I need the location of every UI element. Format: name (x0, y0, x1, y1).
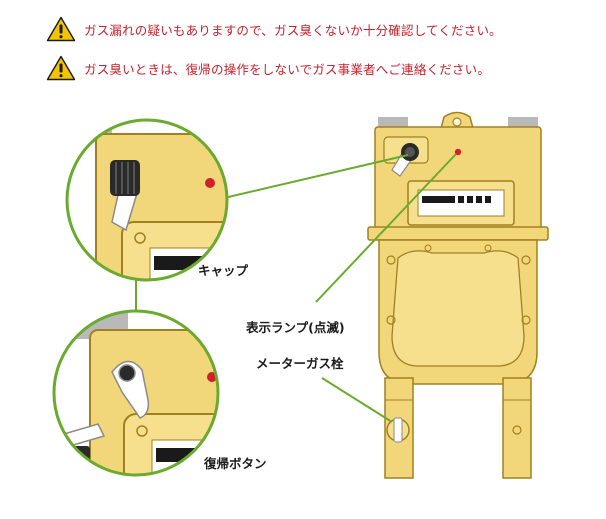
warning-row-2: ガス臭いときは、復帰の操作をしないでガス事業者へご連絡ください。 (46, 55, 490, 81)
cap-zoom-callout (65, 118, 229, 282)
warning-triangle-icon (46, 55, 76, 81)
lamp-leader-line (315, 153, 457, 303)
gas-meter (367, 111, 549, 479)
warning-text-1: ガス漏れの疑いもありますので、ガス臭くないか十分確認してください。 (84, 22, 502, 38)
indicator-lamp (454, 148, 462, 156)
cap-callout-line (223, 154, 409, 199)
label-cap: キャップ (198, 263, 249, 278)
valve-leader-line (321, 377, 393, 423)
warning-text-2: ガス臭いときは、復帰の操作をしないでガス事業者へご連絡ください。 (84, 61, 491, 77)
label-indicator-lamp: 表示ランプ(点滅) (245, 320, 345, 335)
label-meter-gas-valve: メーターガス栓 (256, 356, 344, 371)
reset-button-zoom-callout (52, 309, 220, 477)
warning-row-1: ガス漏れの疑いもありますので、ガス臭くないか十分確認してください。 (46, 16, 502, 42)
warning-triangle-icon (46, 16, 76, 42)
label-reset-button: 復帰ボタン (203, 456, 267, 471)
